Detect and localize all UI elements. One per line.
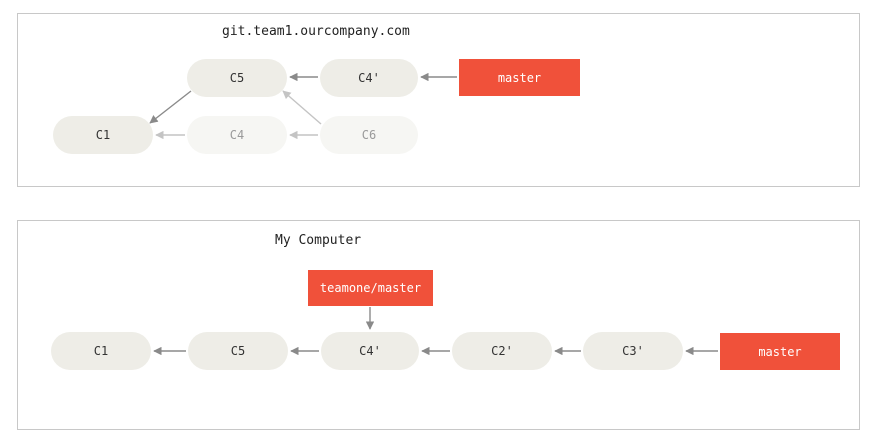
local-repository-title: My Computer	[275, 233, 362, 248]
local-commit-c1: C1	[51, 332, 151, 370]
local-repository-panel	[17, 220, 860, 430]
local-master-branch: master	[720, 333, 840, 370]
local-commit-c4prime: C4'	[321, 332, 419, 370]
remote-commit-c4: C4	[187, 116, 287, 154]
local-commit-c3prime: C3'	[583, 332, 683, 370]
remote-commit-c1: C1	[53, 116, 153, 154]
remote-master-branch: master	[459, 59, 580, 96]
teamone-master-branch: teamone/master	[308, 270, 433, 306]
remote-repository-title: git.team1.ourcompany.com	[222, 24, 410, 39]
local-commit-c5: C5	[188, 332, 288, 370]
remote-commit-c4prime: C4'	[320, 59, 418, 97]
remote-commit-c6: C6	[320, 116, 418, 154]
remote-commit-c5: C5	[187, 59, 287, 97]
remote-repository-panel	[17, 13, 860, 187]
local-commit-c2prime: C2'	[452, 332, 552, 370]
